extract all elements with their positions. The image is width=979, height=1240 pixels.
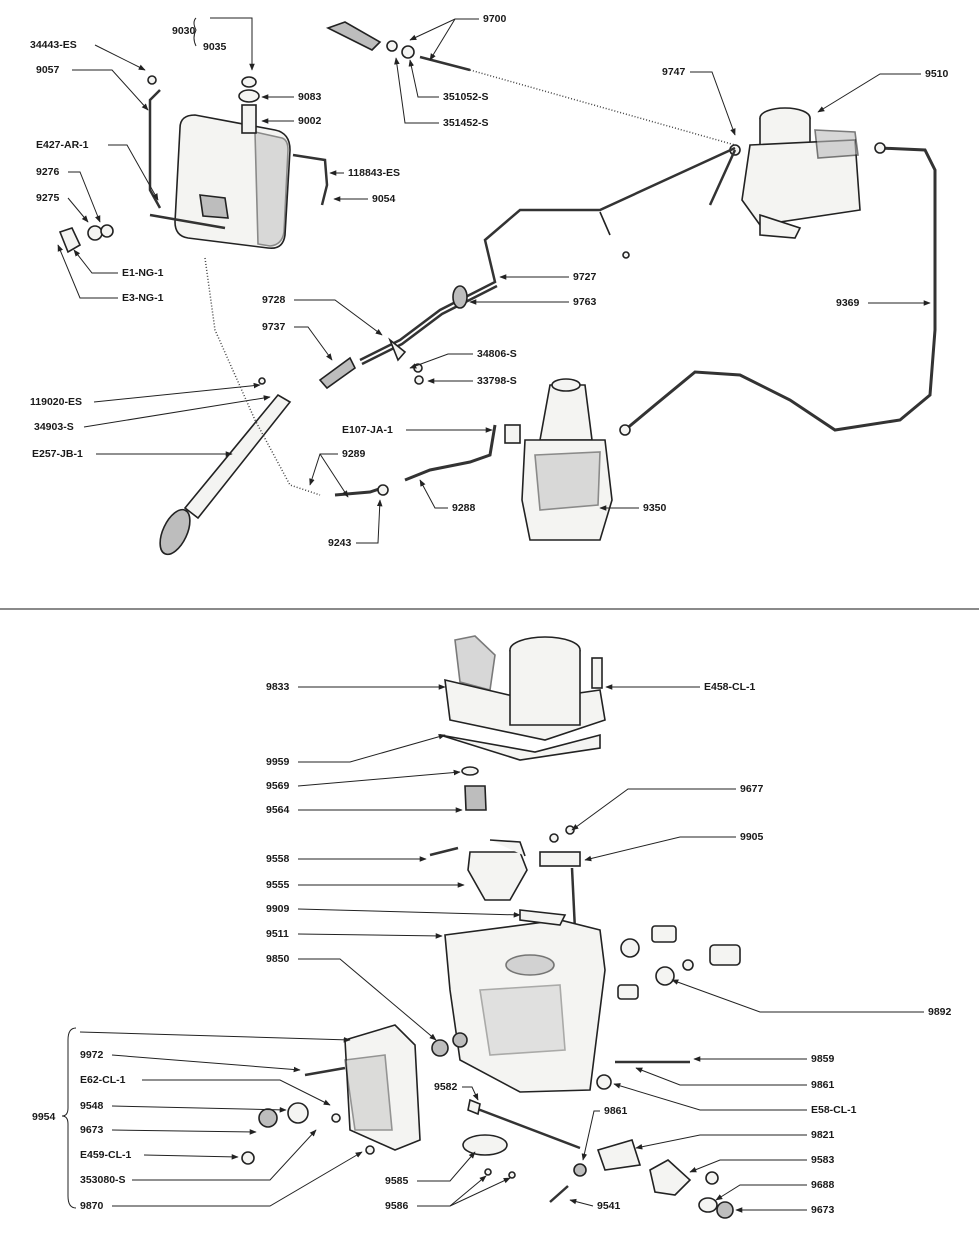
label-9276: 9276 <box>36 166 60 178</box>
label-e1-ng-1: E1-NG-1 <box>122 267 164 279</box>
label-9688: 9688 <box>811 1179 835 1191</box>
label-353080-s: 353080-S <box>80 1174 126 1186</box>
label-9972: 9972 <box>80 1049 104 1061</box>
label-9569: 9569 <box>266 780 290 792</box>
label-9859: 9859 <box>811 1053 835 1065</box>
label-119020-es: 119020-ES <box>30 396 82 408</box>
label-9673-b: 9673 <box>811 1204 835 1216</box>
label-9585: 9585 <box>385 1175 409 1187</box>
label-9275: 9275 <box>36 192 60 204</box>
label-9892: 9892 <box>928 1006 952 1018</box>
label-9747: 9747 <box>662 66 686 78</box>
label-351052-s: 351052-S <box>443 91 489 103</box>
label-e458-cl-1: E458-CL-1 <box>704 681 756 693</box>
label-9288: 9288 <box>452 502 476 514</box>
label-e107-ja-1: E107-JA-1 <box>342 424 393 436</box>
label-e3-ng-1: E3-NG-1 <box>122 292 164 304</box>
label-34903-s: 34903-S <box>34 421 74 433</box>
label-9821: 9821 <box>811 1129 835 1141</box>
label-9850: 9850 <box>266 953 290 965</box>
label-9833: 9833 <box>266 681 290 693</box>
label-9959: 9959 <box>266 756 290 768</box>
label-e427-ar-1: E427-AR-1 <box>36 139 89 151</box>
label-9954: 9954 <box>32 1111 56 1123</box>
label-9861-b: 9861 <box>604 1105 628 1117</box>
label-9583: 9583 <box>811 1154 835 1166</box>
upper-assembly-drawing <box>58 21 937 556</box>
label-9700: 9700 <box>483 13 507 25</box>
label-9243: 9243 <box>328 537 352 549</box>
label-118843-es: 118843-ES <box>348 167 400 179</box>
label-e58-cl-1: E58-CL-1 <box>811 1104 857 1116</box>
label-9057: 9057 <box>36 64 60 76</box>
label-351452-s: 351452-S <box>443 117 489 129</box>
accelerator-pedal-icon <box>159 377 292 556</box>
label-33798-s: 33798-S <box>477 375 517 387</box>
label-9083: 9083 <box>298 91 322 103</box>
label-e62-cl-1: E62-CL-1 <box>80 1074 126 1086</box>
label-9861-a: 9861 <box>811 1079 835 1091</box>
label-9677: 9677 <box>740 783 764 795</box>
label-9905: 9905 <box>740 831 764 843</box>
fuel-pump-icon <box>504 378 613 541</box>
label-9737: 9737 <box>262 321 286 333</box>
label-9763: 9763 <box>573 296 597 308</box>
label-9350: 9350 <box>643 502 667 514</box>
upper-callouts: 34443-ES 9057 9030 9035 9083 9002 E427-A… <box>30 13 949 549</box>
label-9030: 9030 <box>172 25 196 37</box>
label-e257-jb-1: E257-JB-1 <box>32 448 83 460</box>
label-e459-cl-1: E459-CL-1 <box>80 1149 132 1161</box>
label-9511: 9511 <box>266 928 289 940</box>
label-9035: 9035 <box>203 41 227 53</box>
label-9582: 9582 <box>434 1081 458 1093</box>
fuel-tank-icon <box>149 76 291 250</box>
label-34443-es: 34443-ES <box>30 39 77 51</box>
label-9369: 9369 <box>836 297 860 309</box>
label-9002: 9002 <box>298 115 322 127</box>
label-9555: 9555 <box>266 879 290 891</box>
label-9870: 9870 <box>80 1200 104 1212</box>
label-9541: 9541 <box>597 1200 621 1212</box>
label-9586: 9586 <box>385 1200 409 1212</box>
label-9728: 9728 <box>262 294 286 306</box>
carburettor-icon <box>729 107 861 239</box>
label-9727: 9727 <box>573 271 597 283</box>
label-9564: 9564 <box>266 804 290 816</box>
label-9909: 9909 <box>266 903 290 915</box>
label-9558: 9558 <box>266 853 290 865</box>
label-9673-a: 9673 <box>80 1124 104 1136</box>
label-34806-s: 34806-S <box>477 348 517 360</box>
carburettor-exploded-drawing <box>241 635 741 1219</box>
label-9548: 9548 <box>80 1100 104 1112</box>
label-9054: 9054 <box>372 193 396 205</box>
label-9510: 9510 <box>925 68 949 80</box>
label-9289: 9289 <box>342 448 366 460</box>
lower-callouts: 9833 E458-CL-1 9959 9569 9564 9677 9905 … <box>32 681 952 1216</box>
